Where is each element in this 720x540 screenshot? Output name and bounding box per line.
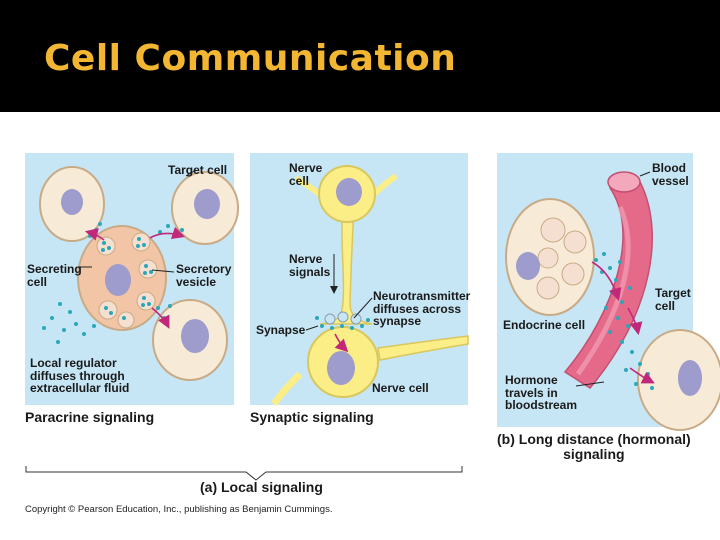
copyright-notice: Copyright © Pearson Education, Inc., pub…	[25, 504, 333, 515]
label-endocrine-cell: Endocrine cell	[503, 318, 586, 332]
slide-title: Cell Communication	[44, 38, 457, 79]
hormonal-panel	[497, 153, 720, 431]
label-target-cell: Target cell	[168, 163, 228, 177]
synapse-dots	[315, 316, 370, 330]
caption-paracrine: Paracrine signaling	[25, 409, 155, 425]
label-nerve-signals: Nerve signals	[289, 252, 331, 279]
label-secreting-cell: Secreting cell	[27, 262, 82, 289]
synaptic-panel	[250, 153, 469, 406]
paracrine-panel	[25, 153, 239, 405]
label-target-cell-right: Target cell	[655, 286, 691, 313]
caption-local-signaling: (a) Local signaling	[200, 479, 323, 495]
caption-hormonal: (b) Long distance (hormonal) signaling	[497, 431, 691, 463]
paracrine-leaders	[78, 169, 197, 273]
local-signaling-bracket	[25, 466, 463, 481]
label-secretory-vesicle: Secretory vesicle	[176, 262, 232, 289]
label-blood-vessel: Blood vessel	[652, 161, 689, 188]
caption-synaptic: Synaptic signaling	[250, 409, 374, 425]
label-nerve-cell-bottom: Nerve cell	[372, 381, 429, 395]
label-neurotransmitter: Neurotransmitter diffuses across synapse	[373, 289, 471, 329]
label-hormone: Hormone travels in bloodstream	[505, 373, 578, 413]
paracrine-arrows	[84, 226, 186, 329]
cell-communication-figure: Target cell Secreting cell Secretory ves…	[0, 112, 720, 540]
label-synapse: Synapse	[256, 323, 306, 337]
figure-artwork	[25, 153, 720, 481]
label-local-regulator: Local regulator diffuses through extrace…	[30, 356, 130, 396]
title-bar: Cell Communication	[0, 0, 720, 112]
blood-vessel	[563, 177, 653, 389]
label-nerve-cell-top: Nerve cell	[289, 161, 323, 188]
